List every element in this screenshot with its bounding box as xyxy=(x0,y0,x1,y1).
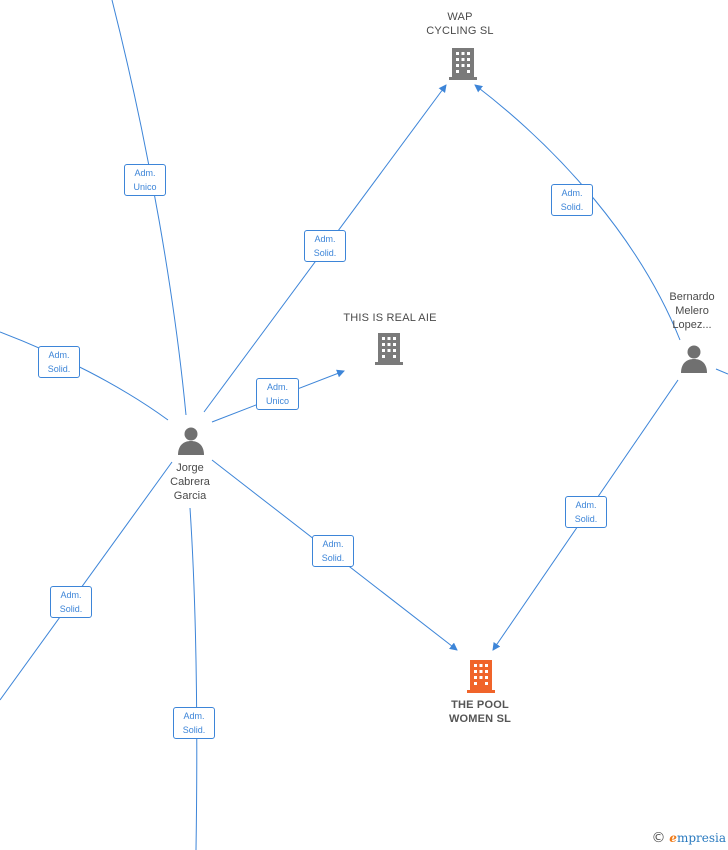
node-label: Jorge Cabrera Garcia xyxy=(170,462,210,502)
badge-line1: Adm. xyxy=(266,382,288,392)
badge-line2: Solid. xyxy=(313,248,337,258)
badge-line2: Solid. xyxy=(182,725,206,735)
edge-badge-bernardo-pool[interactable]: Adm. Solid. xyxy=(565,496,607,528)
edge-line-top xyxy=(111,0,187,416)
node-label: Bernardo Melero Lopez... xyxy=(669,291,715,331)
node-jorge[interactable]: Jorge Cabrera Garcia xyxy=(150,461,230,503)
edge-badge-left-lower[interactable]: Adm. Solid. xyxy=(50,586,92,618)
node-the-pool[interactable]: THE POOL WOMEN SL xyxy=(430,698,530,726)
badge-line1: Adm. xyxy=(183,711,205,721)
edge-badge-left-upper[interactable]: Adm. Solid. xyxy=(38,346,80,378)
badge-line2: Solid. xyxy=(574,514,598,524)
edge-line-bernardo-wap xyxy=(474,84,681,341)
badge-line1: Adm. xyxy=(561,188,583,198)
empresia-logo: © empresia xyxy=(651,830,726,846)
badge-line2: Solid. xyxy=(560,202,584,212)
edge-badge-top[interactable]: Adm. Unico xyxy=(124,164,166,196)
edge-badge-bottom[interactable]: Adm. Solid. xyxy=(173,707,215,739)
brand-initial: e xyxy=(669,831,677,845)
badge-line2: Solid. xyxy=(59,604,83,614)
node-this-is-real[interactable]: THIS IS REAL AIE xyxy=(330,311,450,325)
edge-badge-jorge-thisisreal[interactable]: Adm. Unico xyxy=(256,378,299,410)
badge-line1: Adm. xyxy=(322,539,344,549)
edge-line-bottom xyxy=(189,507,198,850)
badge-line2: Unico xyxy=(133,182,157,192)
node-label: WAP CYCLING SL xyxy=(426,11,494,37)
node-label: THE POOL WOMEN SL xyxy=(448,699,512,725)
node-wap-cycling[interactable]: WAP CYCLING SL xyxy=(410,10,510,38)
edge-line-left-upper xyxy=(0,331,169,421)
edge-badge-jorge-pool[interactable]: Adm. Solid. xyxy=(312,535,354,567)
badge-line2: Solid. xyxy=(47,364,71,374)
building-icon xyxy=(374,331,404,365)
node-bernardo[interactable]: Bernardo Melero Lopez... xyxy=(652,290,728,332)
edge-line-right xyxy=(715,368,728,375)
brand-name: mpresia xyxy=(676,831,726,845)
person-icon xyxy=(679,343,709,373)
badge-line1: Adm. xyxy=(575,500,597,510)
badge-line2: Unico xyxy=(265,396,289,406)
badge-line2: Solid. xyxy=(321,553,345,563)
building-icon-focus xyxy=(466,658,496,694)
badge-line1: Adm. xyxy=(134,168,156,178)
edge-line-left-lower xyxy=(0,461,173,701)
badge-line1: Adm. xyxy=(314,234,336,244)
copyright-symbol: © xyxy=(651,830,666,846)
building-icon xyxy=(448,46,478,80)
person-icon xyxy=(176,425,206,455)
badge-line1: Adm. xyxy=(48,350,70,360)
node-label: THIS IS REAL AIE xyxy=(343,312,437,324)
edge-badge-bernardo-wap[interactable]: Adm. Solid. xyxy=(551,184,593,216)
badge-line1: Adm. xyxy=(60,590,82,600)
edge-badge-jorge-wap[interactable]: Adm. Solid. xyxy=(304,230,346,262)
